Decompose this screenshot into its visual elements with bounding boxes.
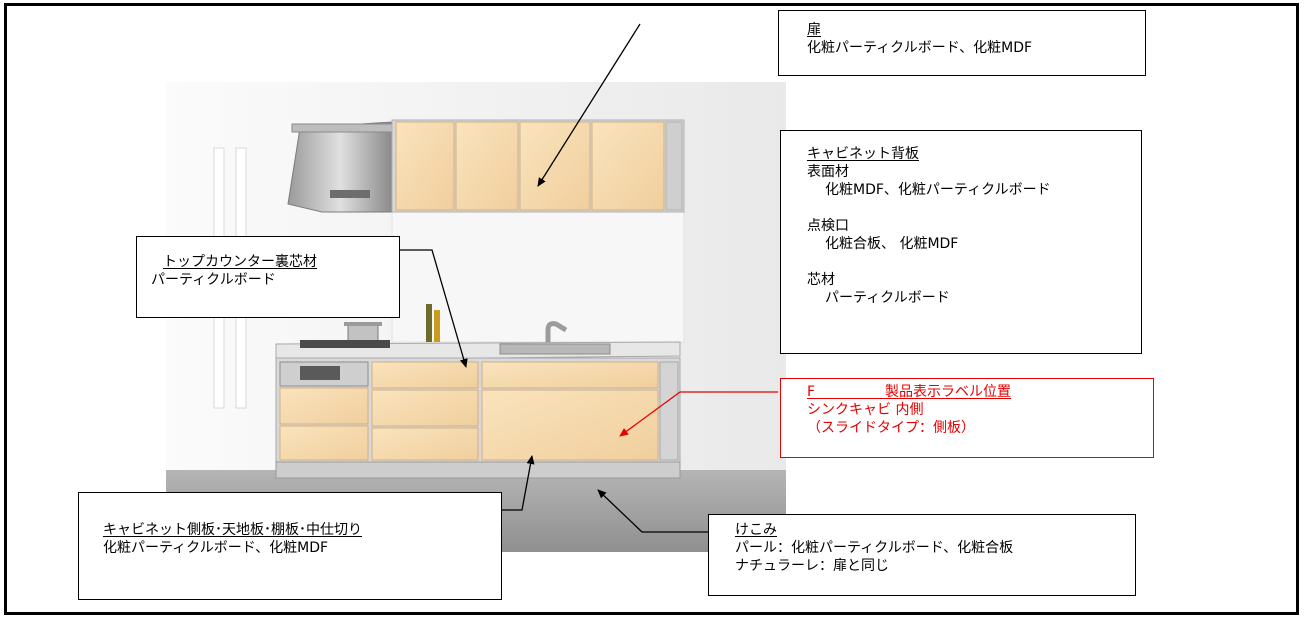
upper-cabinets bbox=[391, 119, 685, 213]
kickboard-heading: けこみ bbox=[735, 522, 777, 538]
core-value: パーティクルボード bbox=[825, 290, 950, 306]
kickboard-line2: ナチュラーレ：扉と同じ bbox=[735, 558, 889, 574]
door-label: 扉 化粧パーティクルボード、化粧MDF bbox=[778, 10, 1146, 76]
kickboard bbox=[275, 461, 681, 479]
range-hood-icon bbox=[287, 121, 393, 213]
top-counter-leader bbox=[384, 249, 468, 368]
product-label-line1: シンクキャビ 内側 bbox=[807, 402, 924, 418]
side-panels-heading: キャビネット側板･天地板･棚板･中仕切り bbox=[103, 522, 362, 538]
surface-heading: 表面材 bbox=[807, 164, 849, 180]
door-material: 化粧パーティクルボード、化粧MDF bbox=[807, 40, 1033, 56]
product-label-heading: F 製品表示ラベル位置 bbox=[807, 384, 1012, 400]
bottle-icon bbox=[426, 304, 440, 342]
kickboard-leader bbox=[597, 489, 708, 533]
inspection-heading: 点検口 bbox=[807, 218, 849, 234]
surface-value: 化粧MDF、化粧パーティクルボード bbox=[825, 182, 1051, 198]
cooktop-icon bbox=[300, 340, 390, 348]
lower-cabinets bbox=[275, 357, 681, 463]
diagram-frame bbox=[4, 3, 1299, 615]
sink-icon bbox=[499, 343, 611, 355]
kickboard-line1: パール：化粧パーティクルボード、化粧合板 bbox=[735, 540, 1014, 556]
product-label-leader bbox=[619, 391, 778, 437]
core-heading: 芯材 bbox=[807, 272, 835, 288]
pot-icon bbox=[344, 322, 382, 343]
top-counter-material: パーティクルボード bbox=[151, 272, 276, 288]
door-heading: 扉 bbox=[807, 22, 821, 38]
top-counter-heading: トップカウンター裏芯材 bbox=[163, 254, 317, 270]
inspection-value: 化粧合板、 化粧MDF bbox=[825, 236, 959, 252]
top-counter-label: トップカウンター裏芯材 パーティクルボード bbox=[136, 236, 400, 318]
door-leader bbox=[537, 23, 641, 187]
back-panel-label: キャビネット背板 表面材 化粧MDF、化粧パーティクルボード 点検口 化粧合板、… bbox=[780, 130, 1142, 354]
back-panel-heading: キャビネット背板 bbox=[807, 146, 919, 162]
backsplash-panel bbox=[391, 211, 685, 343]
side-panel-leader bbox=[502, 455, 535, 511]
kickboard-label: けこみ パール：化粧パーティクルボード、化粧合板 ナチュラーレ：扉と同じ bbox=[708, 514, 1136, 596]
side-panels-label: キャビネット側板･天地板･棚板･中仕切り 化粧パーティクルボード、化粧MDF bbox=[78, 492, 502, 600]
product-label-line2: （スライドタイプ：側板） bbox=[807, 420, 975, 436]
product-label-position: F 製品表示ラベル位置 シンクキャビ 内側 （スライドタイプ：側板） bbox=[780, 378, 1154, 458]
side-panels-material: 化粧パーティクルボード、化粧MDF bbox=[103, 540, 329, 556]
faucet-icon bbox=[545, 321, 568, 348]
